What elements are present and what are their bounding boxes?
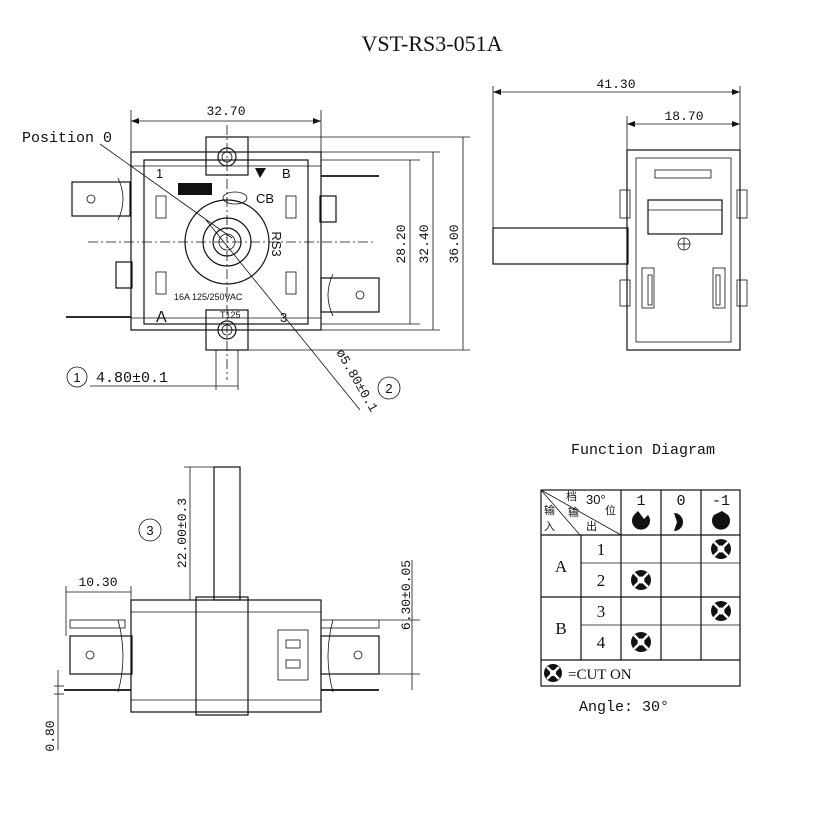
legend-text: =CUT ON	[568, 667, 632, 683]
knob-position-minus1-icon	[712, 511, 731, 530]
bottom-view: 22.00±0.3 3 10.30 6.30±0.05	[43, 466, 420, 752]
dim-630: 6.30±0.05	[399, 560, 414, 630]
terminal-B-label: B	[282, 166, 291, 181]
dim-pin: 4.80±0.1	[96, 370, 168, 387]
front-view: 32.70 Position 0	[22, 104, 470, 415]
header-angle: 30°	[586, 492, 606, 507]
input-B: B	[555, 619, 566, 638]
rs3-mark: RS3	[269, 231, 284, 256]
output-4: 4	[597, 633, 606, 652]
output-2: 2	[597, 571, 606, 590]
header-cn-2: 位	[605, 503, 616, 517]
header-cn-5: 入	[544, 521, 555, 533]
knob-position-0-icon	[674, 513, 683, 531]
dim-36: 36.00	[447, 224, 462, 263]
warning-triangle-icon	[255, 168, 266, 178]
certification-logo-icon	[178, 183, 212, 195]
contact-marks	[631, 539, 731, 652]
contact-on-icon	[711, 539, 731, 559]
dim-hole: ø5.80±0.1	[333, 347, 381, 415]
output-3: 3	[597, 602, 606, 621]
cb-mark: CB	[256, 191, 274, 206]
contact-on-icon	[631, 632, 651, 652]
output-1: 1	[597, 540, 606, 559]
terminal-1-label: 1	[156, 166, 163, 181]
dim-1030: 10.30	[78, 575, 117, 590]
dim-28: 28.20	[394, 224, 409, 263]
dim-32: 32.40	[417, 224, 432, 263]
position-header-0: 0	[676, 493, 685, 510]
drawing-title: VST-RS3-051A	[362, 31, 503, 56]
marker-1: 1	[73, 370, 80, 385]
header-cn-6: 出	[586, 519, 597, 533]
position-header-minus1: -1	[712, 493, 730, 510]
knob-position-1-icon	[631, 511, 650, 530]
marker-2: 2	[385, 381, 392, 396]
header-cn-4: 输	[568, 505, 579, 519]
dim-total: 41.30	[596, 77, 635, 92]
terminal-A-label: A	[156, 309, 167, 326]
position-label: Position 0	[22, 130, 112, 147]
side-view: 41.30 18.70	[492, 77, 748, 351]
dim-shaft: 22.00±0.3	[175, 498, 190, 568]
dim-body: 18.70	[664, 109, 703, 124]
temp-mark: T125	[220, 310, 241, 320]
contact-on-icon	[631, 570, 651, 590]
terminal-3-label: 3	[280, 310, 287, 325]
function-diagram: Function Diagram 30° 档 位 输 输 入 出 1 0 -1 …	[540, 442, 741, 716]
header-cn-1: 档	[566, 489, 577, 503]
header-cn-3: 输	[544, 503, 555, 517]
dim-width: 32.70	[206, 104, 245, 119]
dim-080: 0.80	[43, 720, 58, 751]
marker-3: 3	[146, 523, 153, 538]
position-header-1: 1	[636, 493, 645, 510]
input-A: A	[555, 557, 568, 576]
rating-mark: 16A 125/250VAC	[174, 292, 243, 302]
cut-on-legend-icon	[544, 664, 562, 682]
angle-label: Angle: 30°	[579, 699, 669, 716]
contact-on-icon	[711, 601, 731, 621]
function-diagram-title: Function Diagram	[571, 442, 715, 459]
